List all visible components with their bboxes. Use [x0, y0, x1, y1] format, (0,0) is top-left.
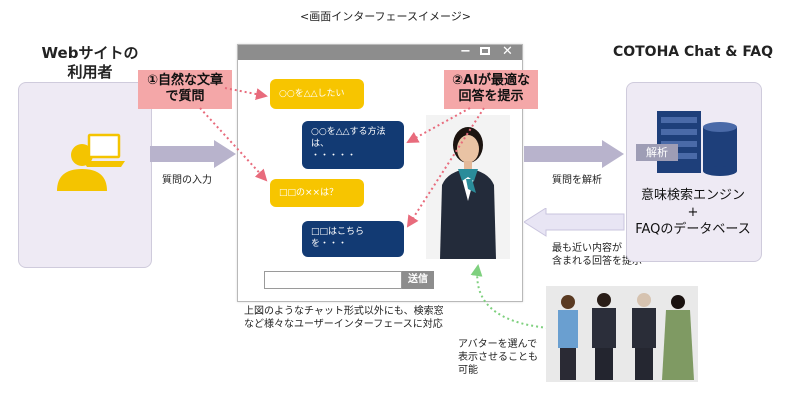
connector-to-answer-1	[406, 107, 471, 143]
question-input-arrow	[150, 140, 236, 168]
user-at-laptop-icon	[57, 133, 125, 191]
answer-present-arrow	[524, 208, 625, 237]
analysis-tag: 解析	[636, 144, 678, 161]
connector-to-answer-2	[406, 107, 485, 228]
callout-line: 回答を提示	[458, 89, 524, 105]
chat-message-user-1: ○○を△△したい	[270, 79, 364, 109]
chat-message-ai-2: □□はこちら を・・・	[302, 221, 404, 257]
answer-present-line: 最も近い内容が	[552, 243, 622, 254]
connector-to-question-2	[199, 107, 268, 182]
engine-description: 意味検索エンジン + FAQのデータベース	[626, 188, 760, 239]
chat-message-text: は、	[311, 139, 330, 150]
cotoha-panel	[626, 82, 762, 262]
server-database-icon	[657, 111, 737, 176]
chat-message-user-2: □□の××は？	[270, 179, 364, 207]
send-button[interactable]: 送信	[402, 271, 434, 289]
window-titlebar: − ✕	[238, 44, 522, 60]
callout-line: ②AIが最適な	[452, 73, 530, 88]
chat-message-text: □□はこちら	[311, 227, 365, 237]
interface-note-line: など様々なユーザーインターフェースに対応	[244, 319, 443, 330]
avatar-note: アバターを選んで 表示させることも 可能	[458, 338, 538, 377]
chat-message-text: を・・・	[311, 239, 348, 250]
close-icon[interactable]: ✕	[502, 44, 513, 59]
avatar-note-line: アバターを選んで	[458, 339, 538, 350]
avatar-lineup-photo	[546, 286, 698, 382]
callout-line: ①自然な文章	[146, 73, 223, 88]
question-analysis-label: 質問を解析	[552, 175, 602, 186]
avatar-lineup-illustration	[558, 293, 694, 380]
cotoha-title: COTOHA Chat & FAQ	[612, 44, 774, 60]
callout-line: で質問	[165, 89, 205, 105]
connector-to-question-1	[224, 87, 268, 100]
question-analysis-arrow	[524, 140, 624, 168]
avatar-note-line: 表示させることも	[458, 352, 538, 363]
chat-message-text: □□の××は？	[279, 188, 339, 198]
user-panel	[18, 82, 152, 268]
interface-note-line: 上図のようなチャット形式以外にも、検索窓	[244, 306, 444, 317]
user-title-line2: 利用者	[67, 62, 113, 81]
engine-line: FAQのデータベース	[635, 221, 751, 237]
ai-answer-callout: ②AIが最適な 回答を提示	[444, 70, 538, 109]
engine-line: 意味検索エンジン	[640, 188, 745, 203]
minimize-icon[interactable]: −	[460, 44, 471, 59]
avatar-select-connector	[470, 264, 549, 329]
answer-present-label: 最も近い内容が 含まれる回答を提示	[552, 242, 642, 268]
interface-caption: <画面インターフェースイメージ>	[300, 10, 472, 23]
chat-message-ai-1: ○○を△△する方法 は、 ・・・・・	[302, 121, 404, 169]
interface-note: 上図のようなチャット形式以外にも、検索窓 など様々なユーザーインターフェースに対…	[244, 305, 444, 331]
natural-question-callout: ①自然な文章 で質問	[138, 70, 232, 109]
chat-message-text: ・・・・・	[311, 151, 357, 162]
user-title: Webサイトの 利用者	[30, 44, 150, 82]
restore-icon[interactable]	[480, 47, 490, 55]
question-input-label: 質問の入力	[162, 175, 212, 186]
message-input[interactable]	[264, 271, 402, 289]
avatar-note-line: 可能	[458, 365, 478, 376]
engine-plus: +	[687, 204, 699, 220]
user-title-line1: Webサイトの	[41, 44, 139, 62]
chat-message-text: ○○を△△する方法	[311, 127, 386, 137]
answer-present-line: 含まれる回答を提示	[552, 256, 642, 267]
chat-message-text: ○○を△△したい	[279, 89, 345, 99]
